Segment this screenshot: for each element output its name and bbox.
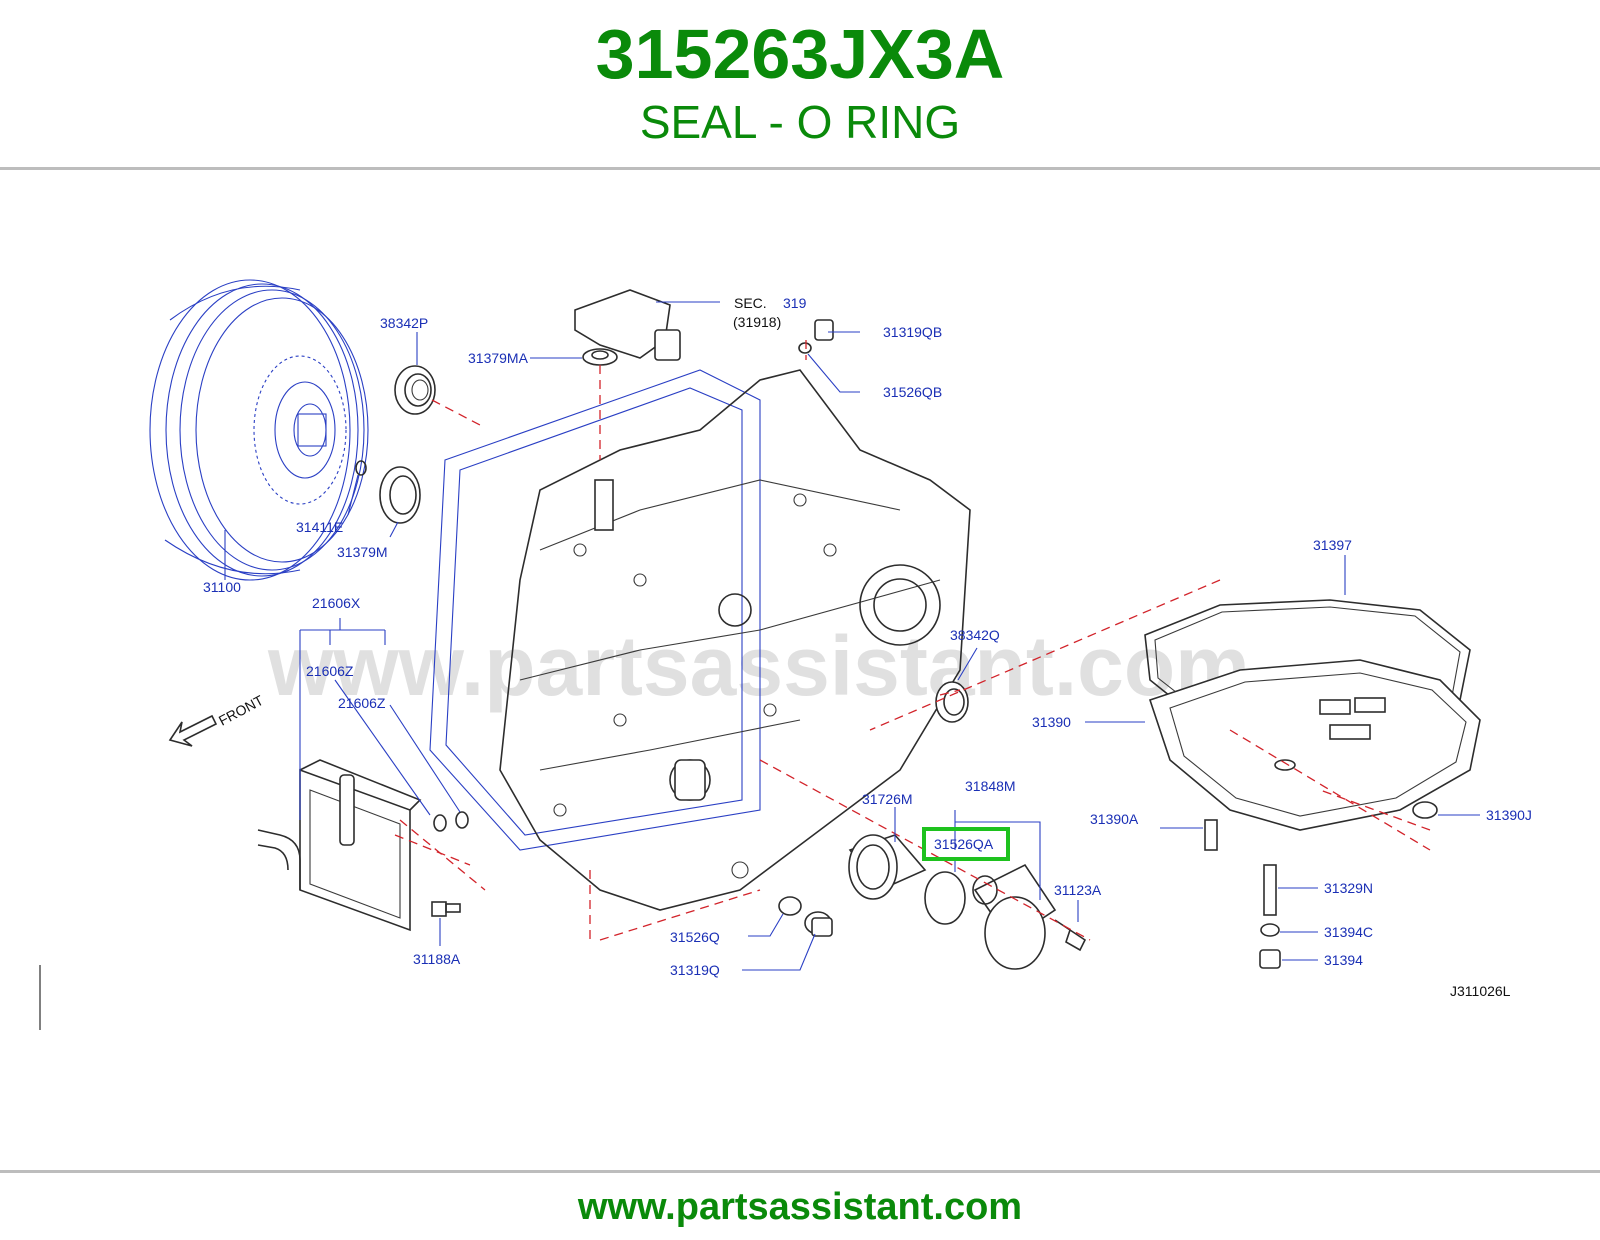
washer-31394C: [1260, 923, 1280, 937]
callout-38342P[interactable]: 38342P: [380, 315, 428, 331]
callout-31526QB[interactable]: 31526QB: [883, 384, 942, 400]
callout-31100[interactable]: 31100: [203, 579, 241, 595]
drain-parts: [1204, 801, 1438, 969]
parts-diagram-svg: www.partsassistant.com: [39, 279, 1532, 1030]
callout-31526QA[interactable]: 31526QA: [934, 836, 994, 852]
bolt-31390A: [1204, 819, 1218, 851]
front-arrow: FRONT: [168, 692, 266, 747]
oil-filter-31726M: [848, 834, 927, 900]
o-ring-31411E: [355, 460, 367, 476]
section-ref-sub: (31918): [733, 314, 781, 330]
oil-cooler-drawing: [257, 759, 422, 932]
callout-31526QA-highlight[interactable]: 31526QA: [922, 827, 1010, 861]
callout-31411E[interactable]: 31411E: [296, 519, 343, 535]
washer-31390J: [1412, 801, 1438, 819]
highlight-box: [922, 827, 1010, 861]
o-ring-31526QB: [798, 342, 812, 354]
callout-38342Q[interactable]: 38342Q: [950, 627, 1000, 643]
section-ref-prefix: SEC.: [734, 295, 767, 311]
callout-31188A[interactable]: 31188A: [413, 951, 461, 967]
transmission-case-drawing: [429, 369, 971, 911]
footer-url[interactable]: www.partsassistant.com: [577, 1186, 1023, 1228]
callout-31319QB[interactable]: 31319QB: [883, 324, 942, 340]
callout-21606X[interactable]: 21606X: [312, 595, 361, 611]
callout-21606Z-b[interactable]: 21606Z: [338, 695, 386, 711]
callout-31848M[interactable]: 31848M: [965, 778, 1016, 794]
footer-divider: [0, 1170, 1600, 1173]
part-number-title: 315263JX3A: [595, 15, 1005, 93]
callout-31726M[interactable]: 31726M: [862, 791, 913, 807]
filter-cover-31848M: [972, 863, 1057, 970]
tube-31329N: [1263, 864, 1277, 916]
callout-31526Q[interactable]: 31526Q: [670, 929, 720, 945]
part-name-subtitle: SEAL - O RING: [639, 96, 961, 148]
o-ring-31526Q: [778, 896, 802, 916]
o-ring-31526QA: [924, 871, 966, 925]
callout-31394C[interactable]: 31394C: [1324, 924, 1373, 940]
plug-31319QB: [814, 319, 834, 341]
callout-21606Z-a[interactable]: 21606Z: [306, 663, 354, 679]
callout-31319Q[interactable]: 31319Q: [670, 962, 720, 978]
oil-seal-31379M: [379, 466, 421, 524]
oil-pan-31390: [1148, 659, 1481, 831]
callout-31379M[interactable]: 31379M: [337, 544, 388, 560]
callout-31379MA[interactable]: 31379MA: [468, 350, 529, 366]
callout-31397[interactable]: 31397: [1313, 537, 1352, 553]
torque-converter-drawing: [149, 279, 369, 581]
callout-31390A[interactable]: 31390A: [1090, 811, 1139, 827]
front-label: FRONT: [216, 692, 266, 729]
watermark-text: www.partsassistant.com: [267, 619, 1250, 713]
washer-31379MA: [582, 348, 618, 366]
o-rings-21606Z: [433, 811, 469, 832]
sensor-drawing: [574, 289, 681, 361]
page-header: 315263JX3A SEAL - O RING: [0, 0, 1600, 170]
callout-leaders: [224, 301, 1480, 971]
oil-seal-38342P: [394, 365, 436, 415]
callout-31390[interactable]: 31390: [1032, 714, 1071, 730]
parts-diagram: www.partsassistant.com: [0, 250, 1600, 1070]
plug-31319Q: [804, 911, 833, 937]
bolt-31188A: [431, 901, 461, 917]
callout-31394[interactable]: 31394: [1324, 952, 1363, 968]
diagram-code: J311026L: [1450, 983, 1511, 999]
callout-31390J[interactable]: 31390J: [1486, 807, 1532, 823]
callout-31329N[interactable]: 31329N: [1324, 880, 1373, 896]
drain-plug-31394: [1259, 949, 1281, 969]
oil-seal-38342Q: [935, 681, 969, 723]
callout-31123A[interactable]: 31123A: [1054, 882, 1102, 898]
header-divider: [0, 167, 1600, 170]
section-ref-number[interactable]: 319: [783, 295, 807, 311]
